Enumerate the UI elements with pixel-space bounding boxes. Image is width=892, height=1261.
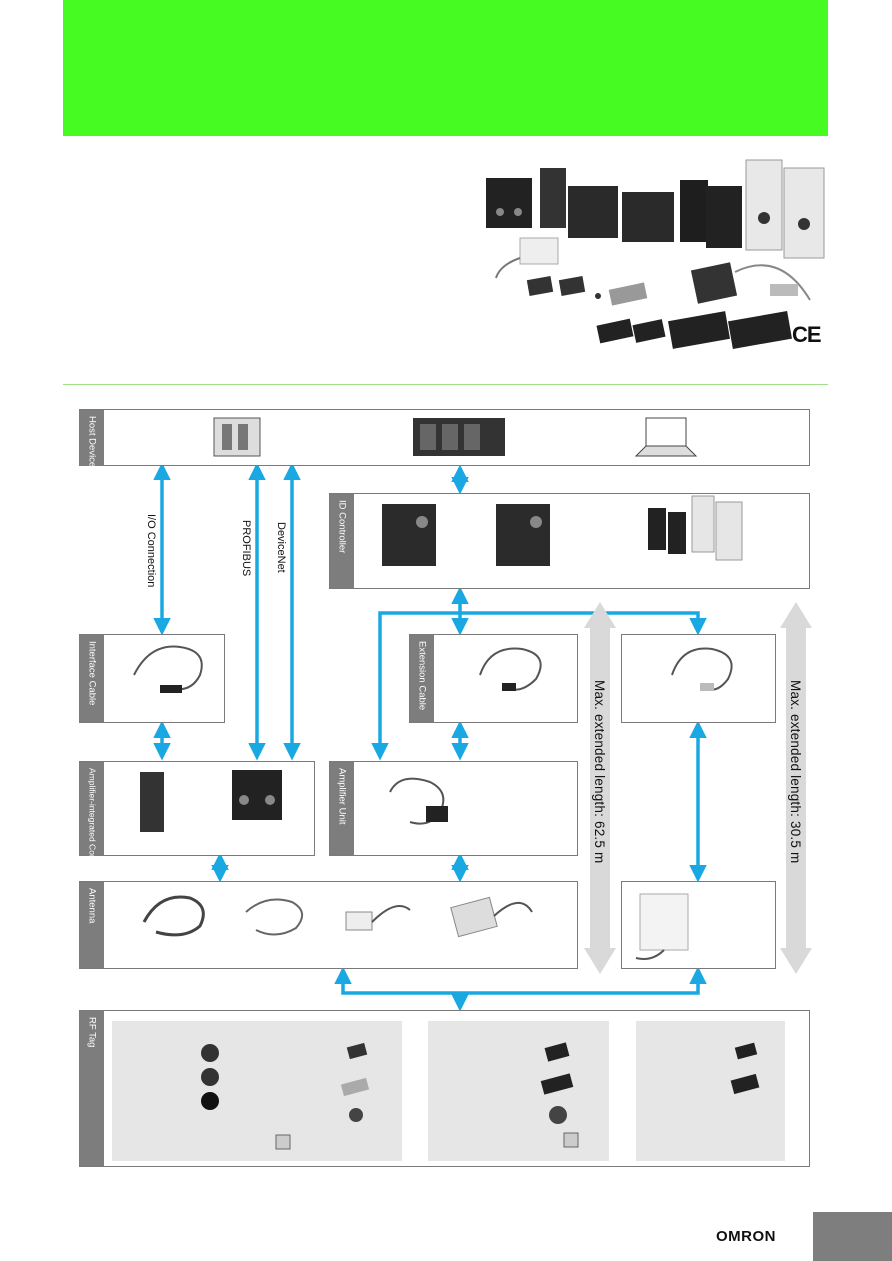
interface-cable-image	[133, 645, 203, 693]
header-banner	[63, 0, 828, 136]
antenna-and-tags-photo	[495, 237, 811, 349]
id-controller-images	[382, 495, 743, 566]
antenna-image-2	[635, 893, 689, 960]
laptop-icon	[634, 417, 698, 457]
id-controller-box: ID Controller	[329, 493, 810, 589]
host-device-box: Host Device	[79, 409, 810, 467]
rf-tag-panel-3	[636, 1021, 785, 1161]
extension-cable-image	[479, 647, 542, 691]
amplifier-unit-box: Amplifier Unit	[329, 761, 578, 856]
page-tab-block	[813, 1212, 892, 1261]
amplifier-integrated-controller-box: Amplifier-integrated Controller	[79, 761, 315, 881]
max-extended-length-label-2: Max. extended length: 30.5 m	[788, 680, 803, 864]
antenna-box-2	[621, 881, 776, 969]
rf-tag-images	[201, 1042, 760, 1150]
rf-tag-tab: RF Tag	[80, 1011, 104, 1166]
host-device-images	[213, 417, 698, 457]
interface-cable-box: Interface Cable	[79, 634, 225, 723]
extension-cable-box-2	[621, 634, 776, 723]
antenna-box: Antenna	[79, 881, 578, 969]
rack-plc-icon	[413, 418, 505, 456]
antenna-images	[142, 895, 533, 938]
interface-cable-tab: Interface Cable	[80, 635, 104, 722]
max-extended-length-label-1: Max. extended length: 62.5 m	[592, 680, 607, 864]
amplifier-unit-image	[389, 777, 448, 825]
amplifier-integrated-controller-images	[140, 770, 282, 832]
section-divider	[63, 384, 828, 385]
extension-cable-box: Extension Cable	[409, 634, 578, 723]
rf-tag-panel-2	[428, 1021, 609, 1161]
ce-mark: CE	[792, 322, 822, 347]
profibus-label: PROFIBUS	[240, 520, 252, 577]
amplifier-unit-tab: Amplifier Unit	[330, 762, 354, 855]
devicenet-label: DeviceNet	[275, 522, 287, 573]
extension-cable-image-2	[671, 647, 733, 691]
rf-tag-box: RF Tag	[79, 1010, 810, 1167]
omron-logo: OMRON	[716, 1228, 776, 1245]
antenna-tab: Antenna	[80, 882, 104, 968]
amplifier-integrated-controller-tab: Amplifier-integrated Controller	[80, 762, 104, 881]
extension-cable-tab: Extension Cable	[410, 635, 434, 722]
io-connection-label: I/O Connection	[145, 514, 157, 588]
plc-icon	[213, 417, 261, 457]
id-controller-tab: ID Controller	[330, 494, 354, 588]
host-device-tab: Host Device	[80, 410, 104, 467]
controllers-photo	[486, 159, 825, 259]
